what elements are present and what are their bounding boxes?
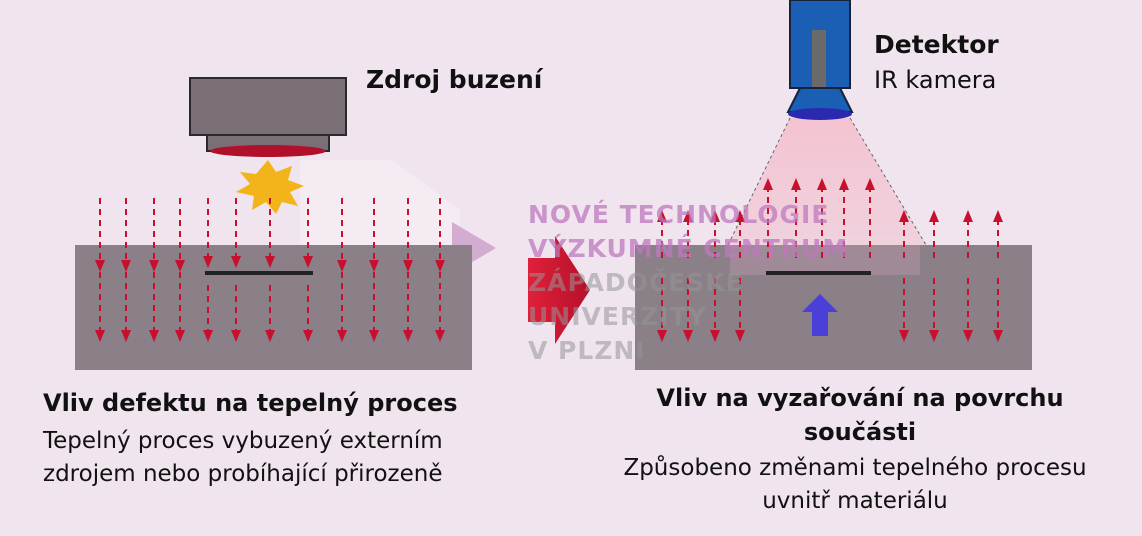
watermark-line: VÝZKUMNÉ CENTRUM: [528, 234, 849, 263]
emission-arrow: [791, 178, 801, 258]
heat-flow-arrow: [710, 278, 720, 342]
left-heading: Vliv defektu na tepelný proces: [43, 389, 458, 417]
right-arrow-icon: [528, 236, 590, 344]
source-label: Zdroj buzení: [366, 65, 543, 94]
emission-arrow: [963, 210, 973, 258]
camera-label: IR kamera: [874, 66, 997, 94]
heat-flow-arrow: [121, 272, 131, 342]
heat-flow-arrow: [683, 278, 693, 342]
heat-flow-arrow: [963, 278, 973, 342]
flash-burst-icon: [236, 160, 304, 214]
heat-flow-arrow: [993, 278, 1003, 342]
heat-flow-arrow: [203, 285, 213, 342]
heat-flow-arrow: [435, 198, 445, 272]
up-arrow-icon: [802, 294, 838, 336]
emission-arrow: [710, 210, 720, 258]
emission-arrow: [899, 210, 909, 258]
watermark-line: UNIVERZITY: [528, 302, 707, 331]
camera-field-of-view: [728, 118, 926, 245]
emission-arrow: [735, 210, 745, 258]
heat-flow-arrow: [435, 272, 445, 342]
heat-flow-arrow: [337, 198, 347, 272]
heat-flow-arrow: [369, 198, 379, 272]
watermark-line: ZÁPADOČESKÉ: [528, 268, 744, 297]
heat-flow-arrow: [95, 198, 105, 272]
heat-flow-arrow: [337, 272, 347, 342]
heat-flow-arrow: [735, 278, 745, 342]
watermark: NOVÉ TECHNOLOGIE VÝZKUMNÉ CENTRUM ZÁPADO…: [528, 198, 848, 368]
right-defect: [766, 271, 871, 275]
right-description: Způsobeno změnami tepelného procesu uvni…: [623, 455, 1087, 514]
heat-flow-arrow: [303, 198, 313, 268]
heat-lamp-icon: [189, 77, 347, 157]
emission-arrow: [839, 178, 849, 258]
heat-flow-arrow: [657, 278, 667, 342]
heat-flow-arrow: [95, 272, 105, 342]
heat-flow-arrow: [149, 198, 159, 272]
emission-arrow: [763, 178, 773, 258]
heat-flow-arrow: [403, 198, 413, 272]
detector-label: Detektor: [874, 30, 999, 59]
heat-flow-arrow: [231, 198, 241, 268]
watermark-line: NOVÉ TECHNOLOGIE: [528, 200, 830, 229]
heat-flow-arrow: [265, 198, 275, 268]
heat-flow-arrow: [149, 272, 159, 342]
watermark-line: V PLZNI: [528, 336, 646, 365]
emission-arrow: [865, 178, 875, 258]
heat-flow-arrow: [203, 198, 213, 268]
heat-flow-arrow: [175, 272, 185, 342]
left-description: Tepelný proces vybuzený externím zdrojem…: [43, 428, 443, 487]
heat-flow-arrow: [303, 285, 313, 342]
ir-camera-icon: [786, 0, 854, 120]
heat-flow-arrow: [403, 272, 413, 342]
emission-arrow: [929, 210, 939, 258]
heat-flow-arrow: [899, 278, 909, 342]
left-material-block: [75, 245, 472, 370]
heat-flow-arrow: [231, 285, 241, 342]
heat-flow-arrow: [265, 285, 275, 342]
emission-arrow: [817, 178, 827, 258]
heat-flow-arrow: [121, 198, 131, 272]
emission-arrow: [683, 210, 693, 258]
emission-arrow: [993, 210, 1003, 258]
heat-flow-arrow: [929, 278, 939, 342]
heat-flow-arrow: [369, 272, 379, 342]
emission-arrow: [657, 210, 667, 258]
left-defect: [205, 271, 313, 275]
heat-flow-arrow: [175, 198, 185, 272]
right-heading: Vliv na vyzařování na povrchu součásti: [656, 384, 1064, 446]
